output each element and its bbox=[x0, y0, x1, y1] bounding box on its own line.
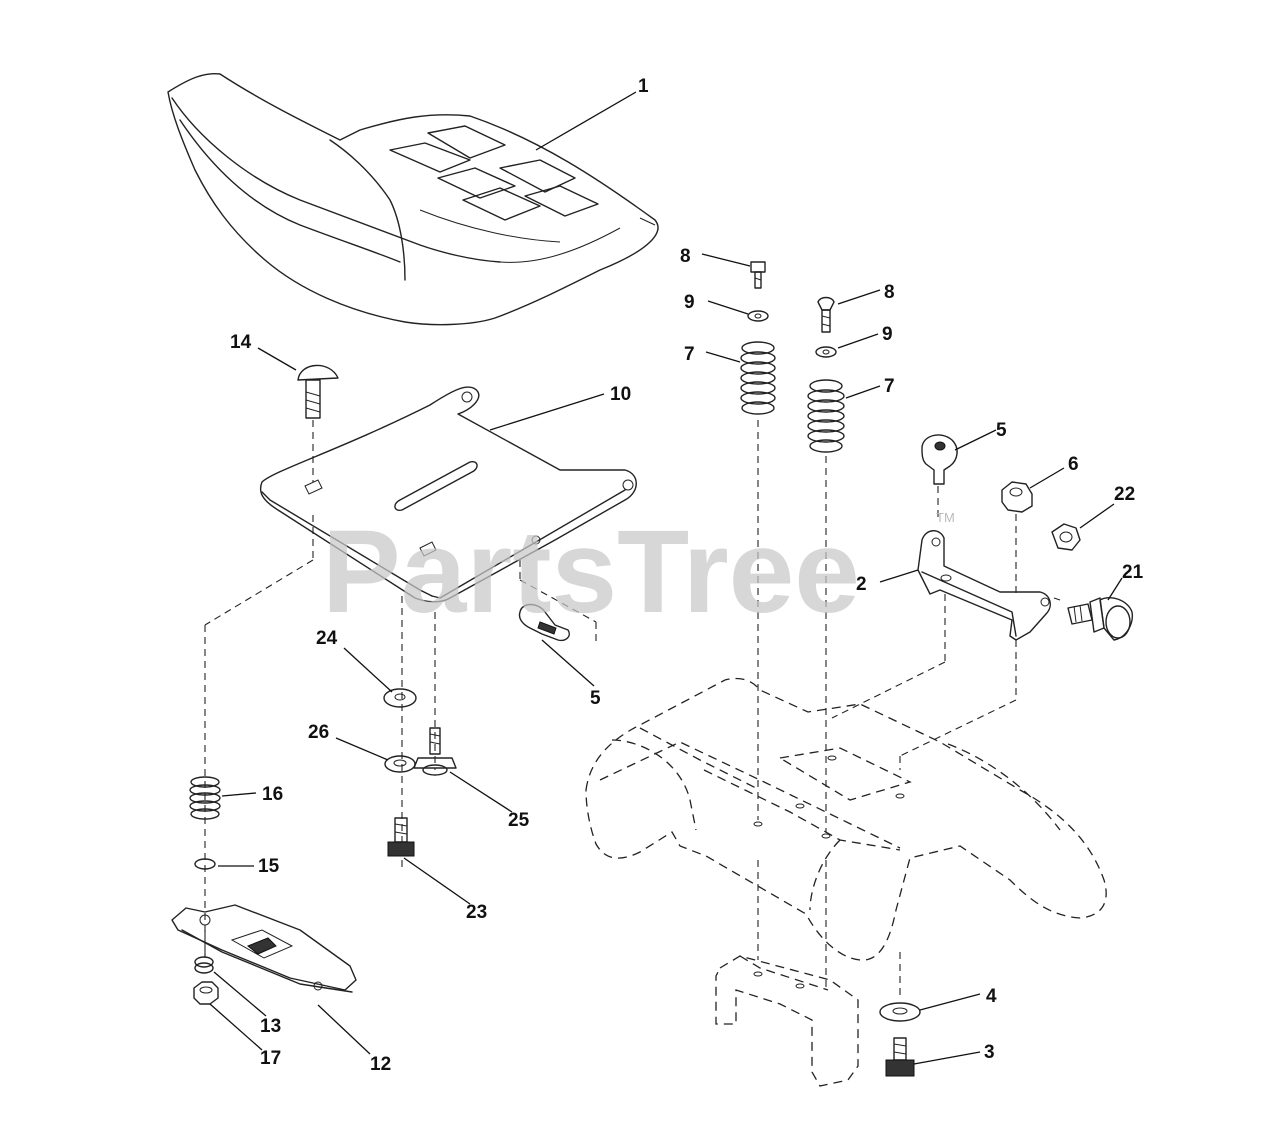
callout-spring-right: 7 bbox=[884, 376, 895, 397]
bracket-part bbox=[831, 530, 1061, 770]
callout-washer-24: 24 bbox=[316, 628, 338, 649]
screw-left-part bbox=[750, 261, 766, 289]
washer-24-part bbox=[383, 688, 417, 708]
callout-nut-6: 6 bbox=[1068, 454, 1079, 475]
washer-left-part bbox=[747, 310, 769, 322]
callout-bolt-23: 23 bbox=[466, 902, 487, 923]
callout-screw-left: 8 bbox=[680, 246, 691, 267]
watermark-trademark: TM bbox=[936, 510, 955, 525]
callout-carriage-bolt: 14 bbox=[230, 332, 252, 353]
screw-right-part bbox=[817, 296, 835, 333]
screw-25-part bbox=[413, 727, 457, 776]
shoulder-bolt-part bbox=[1067, 596, 1133, 641]
callout-slide-plate: 12 bbox=[370, 1054, 391, 1075]
callout-shoulder-bolt: 21 bbox=[1122, 562, 1144, 583]
callout-spring-left: 7 bbox=[684, 344, 695, 365]
callout-washer-right: 9 bbox=[882, 324, 893, 345]
washer-15-part bbox=[194, 858, 216, 870]
callout-nut-17: 17 bbox=[260, 1048, 281, 1069]
callout-lockwasher-26: 26 bbox=[308, 722, 329, 743]
callout-knob-right: 5 bbox=[996, 420, 1007, 441]
watermark-text: PartsTree bbox=[322, 506, 860, 638]
bolt-3-part bbox=[885, 1037, 915, 1077]
spring-right-part bbox=[807, 379, 845, 832]
washer-right-part bbox=[815, 346, 837, 358]
callout-knob-left: 5 bbox=[590, 688, 601, 709]
callout-washer-15: 15 bbox=[258, 856, 280, 877]
seat-leader bbox=[535, 91, 637, 151]
callout-seat-pan: 10 bbox=[610, 384, 631, 405]
spring-16-part bbox=[189, 776, 221, 820]
callout-screw-right: 8 bbox=[884, 282, 895, 303]
callout-bolt-3: 3 bbox=[984, 1042, 995, 1063]
knob-left-part bbox=[518, 603, 570, 642]
nut-17-part bbox=[193, 981, 219, 1005]
callout-spring-16: 16 bbox=[262, 784, 283, 805]
nut-6-part bbox=[1001, 481, 1033, 596]
callout-washer-13: 13 bbox=[260, 1016, 281, 1037]
callout-nut-22: 22 bbox=[1114, 484, 1135, 505]
bolt-23-part bbox=[387, 817, 415, 857]
slide-plate-part bbox=[171, 904, 357, 993]
callout-seat: 1 bbox=[638, 76, 649, 97]
spring-left-part bbox=[740, 341, 776, 820]
seat-part bbox=[167, 72, 659, 326]
callout-washer-4: 4 bbox=[986, 986, 997, 1007]
carriage-bolt-part bbox=[297, 364, 339, 482]
tractor-frame-reference bbox=[585, 677, 1107, 1087]
callout-bracket: 2 bbox=[856, 574, 867, 595]
callout-washer-left: 9 bbox=[684, 292, 695, 313]
nut-22-part bbox=[1051, 523, 1081, 551]
knob-right-part bbox=[921, 434, 958, 520]
washer-13-part bbox=[194, 956, 214, 974]
lockwasher-26-part bbox=[384, 755, 416, 773]
seat-pan-part bbox=[204, 386, 637, 960]
callout-screw-25: 25 bbox=[508, 810, 530, 831]
washer-4-part bbox=[879, 1002, 921, 1022]
